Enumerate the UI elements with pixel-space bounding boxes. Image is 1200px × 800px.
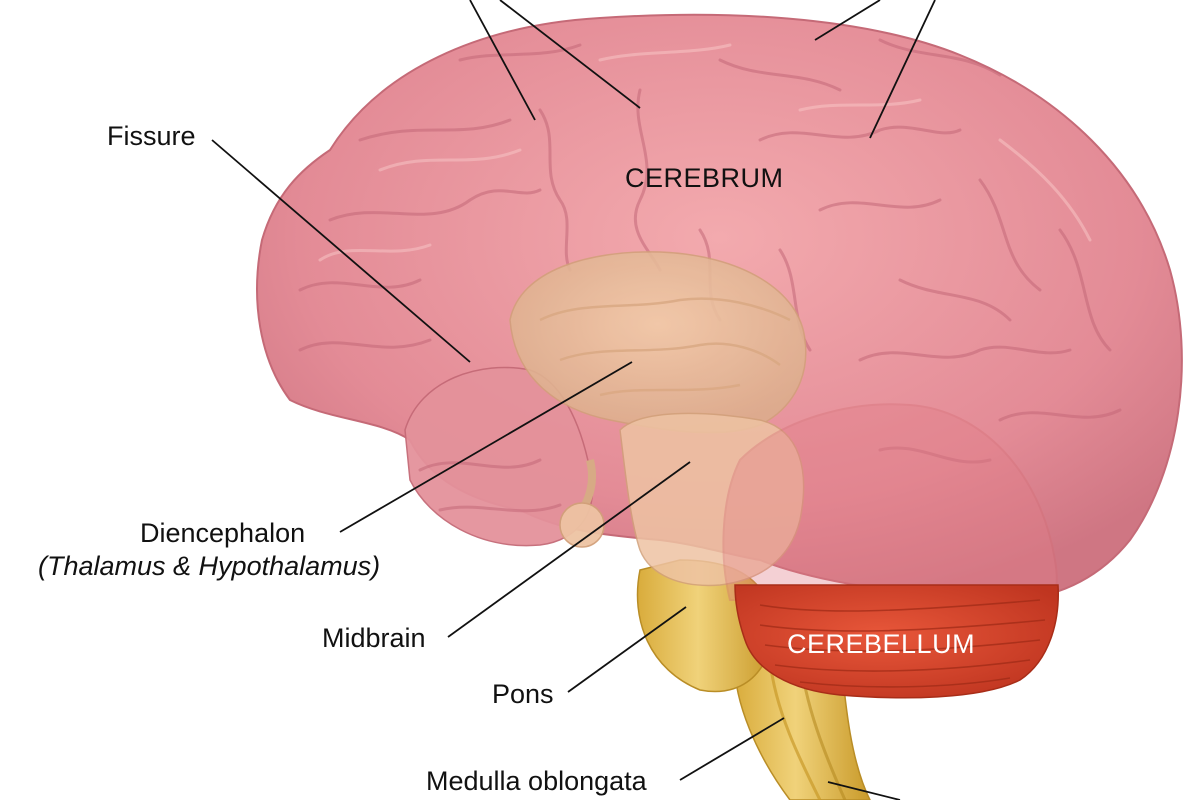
leader-diencephalon — [339, 361, 633, 533]
leader-top-1b — [499, 0, 641, 109]
label-cerebrum: CEREBRUM — [625, 163, 784, 193]
medulla-ridge — [768, 659, 822, 800]
leader-top-1a — [469, 0, 536, 121]
diencephalon-texture — [539, 297, 791, 397]
leader-top-2a — [814, 0, 881, 41]
cerebrum-gyri — [298, 38, 1122, 513]
leader-bottom-right — [827, 781, 901, 800]
label-medulla: Medulla oblongata — [426, 766, 648, 796]
pituitary-stalk — [581, 459, 597, 507]
leader-fissure — [211, 139, 471, 363]
label-fissure: Fissure — [107, 121, 196, 151]
cerebellum-outline — [722, 403, 1058, 601]
label-pons: Pons — [492, 679, 554, 709]
label-diencephalon-sub: (Thalamus & Hypothalamus) — [38, 551, 380, 581]
leader-pons — [567, 606, 687, 693]
leader-midbrain — [447, 461, 691, 638]
midbrain-shape — [619, 412, 805, 587]
leader-lines — [211, 0, 936, 800]
cerebellum-folia — [759, 599, 1046, 688]
label-diencephalon: Diencephalon — [140, 518, 305, 548]
leader-top-2b — [869, 0, 936, 139]
label-cerebellum: CEREBELLUM — [787, 629, 975, 659]
label-midbrain: Midbrain — [322, 623, 426, 653]
leader-medulla — [679, 717, 785, 781]
cerebrum-highlights — [318, 43, 1092, 262]
